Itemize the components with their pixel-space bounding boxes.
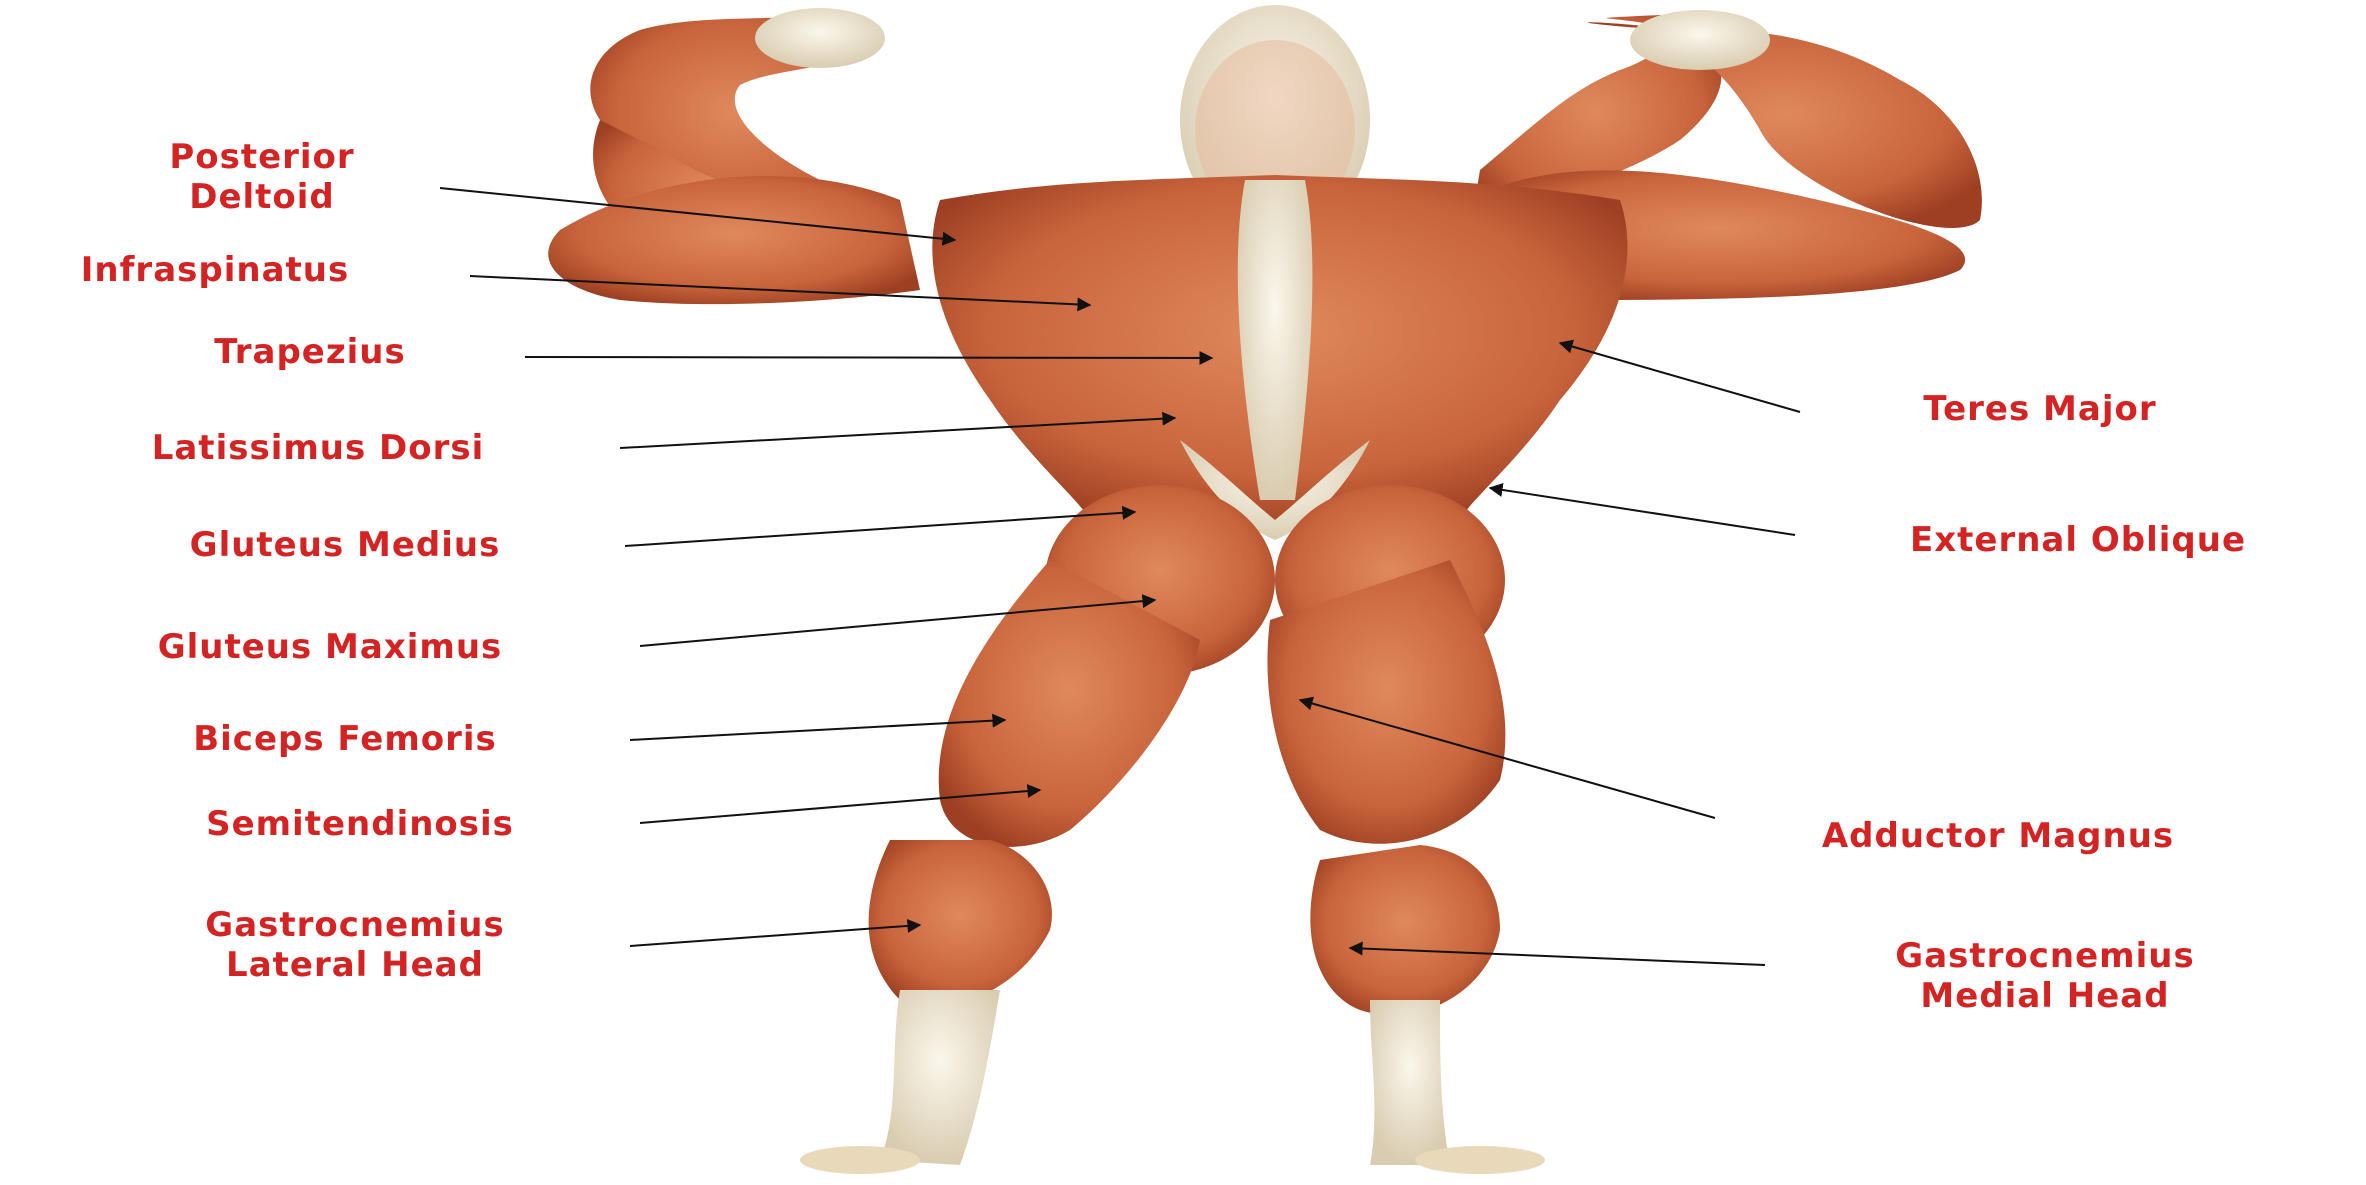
label-posterior-deltoid: Posterior Deltoid — [169, 137, 354, 217]
label-gastrocnemius-lateral-line2: Lateral Head — [205, 945, 504, 985]
label-biceps-femoris: Biceps Femoris — [193, 719, 497, 759]
label-gastrocnemius-medial: Gastrocnemius Medial Head — [1895, 936, 2194, 1016]
human-back-figure — [548, 5, 1982, 1174]
label-gluteus-maximus: Gluteus Maximus — [158, 627, 503, 667]
leader-trapezius — [525, 357, 1212, 358]
left-shin — [880, 990, 1000, 1165]
leader-teres-major — [1560, 343, 1800, 412]
label-trapezius: Trapezius — [214, 332, 405, 372]
left-foot — [800, 1146, 920, 1174]
label-infraspinatus: Infraspinatus — [81, 250, 349, 290]
leader-external-oblique — [1490, 488, 1795, 535]
label-gastrocnemius-medial-line1: Gastrocnemius — [1895, 936, 2194, 976]
label-posterior-deltoid-line1: Posterior — [169, 137, 354, 177]
left-calf — [869, 840, 1052, 1006]
label-gastrocnemius-lateral: Gastrocnemius Lateral Head — [205, 905, 504, 985]
right-fist — [1630, 10, 1770, 70]
label-gluteus-medius: Gluteus Medius — [190, 525, 501, 565]
right-calf — [1310, 845, 1500, 1015]
left-fist — [755, 8, 885, 68]
label-posterior-deltoid-line2: Deltoid — [169, 177, 354, 217]
label-external-oblique: External Oblique — [1910, 520, 2246, 560]
label-gastrocnemius-medial-line2: Medial Head — [1895, 976, 2194, 1016]
right-foot — [1415, 1146, 1545, 1174]
label-latissimus-dorsi: Latissimus Dorsi — [152, 428, 485, 468]
right-shin — [1370, 1000, 1450, 1165]
label-gastrocnemius-lateral-line1: Gastrocnemius — [205, 905, 504, 945]
label-teres-major: Teres Major — [1923, 389, 2156, 429]
label-semitendinosis: Semitendinosis — [206, 804, 514, 844]
label-adductor-magnus: Adductor Magnus — [1822, 816, 2174, 856]
